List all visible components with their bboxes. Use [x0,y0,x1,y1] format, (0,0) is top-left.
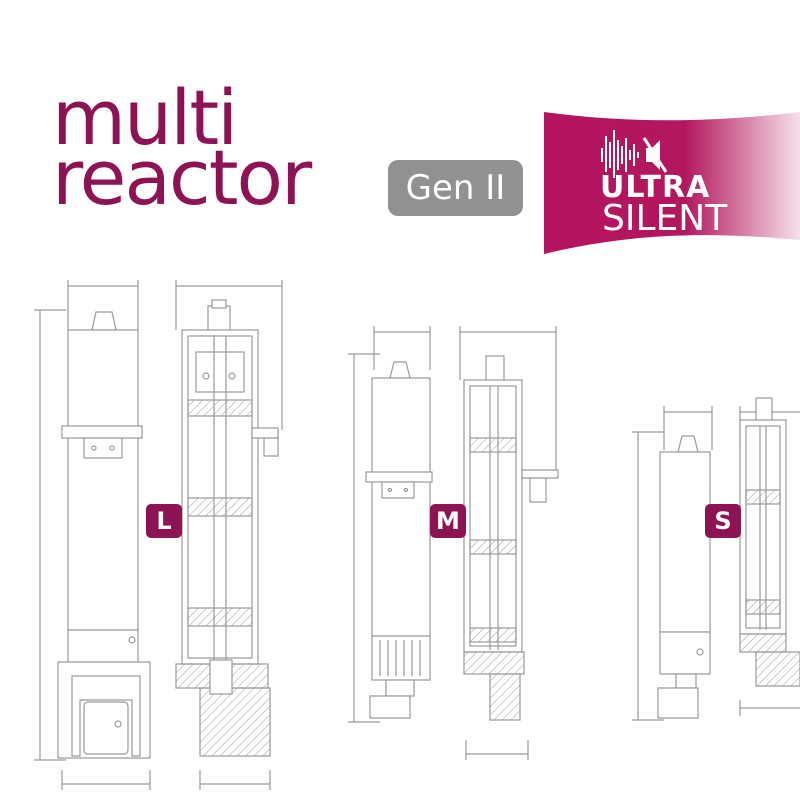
reactor-l-section-drawing [175,280,283,790]
generation-badge: Gen II [388,160,523,216]
size-badge-m: M [430,504,466,538]
reactor-s-section-drawing [739,397,800,716]
banner-background [544,112,800,254]
reactor-m-exterior-drawing [348,326,433,723]
title-line-1: multi [52,73,238,162]
size-badge-s: S [705,504,741,538]
ultra-label: ULTRA [600,170,711,205]
size-badge-l: L [146,504,182,538]
ultra-silent-banner: ULTRA SILENT [544,100,800,260]
reactor-s-exterior-drawing [632,406,713,721]
sound-wave-icon [601,130,639,178]
silent-label: SILENT [602,198,728,239]
mute-speaker-icon [642,137,668,173]
reactor-l-exterior-drawing [34,280,151,790]
reactor-m-section-drawing [459,326,559,760]
title-line-2: reactor [52,133,312,222]
product-title: multi reactor [52,73,312,222]
